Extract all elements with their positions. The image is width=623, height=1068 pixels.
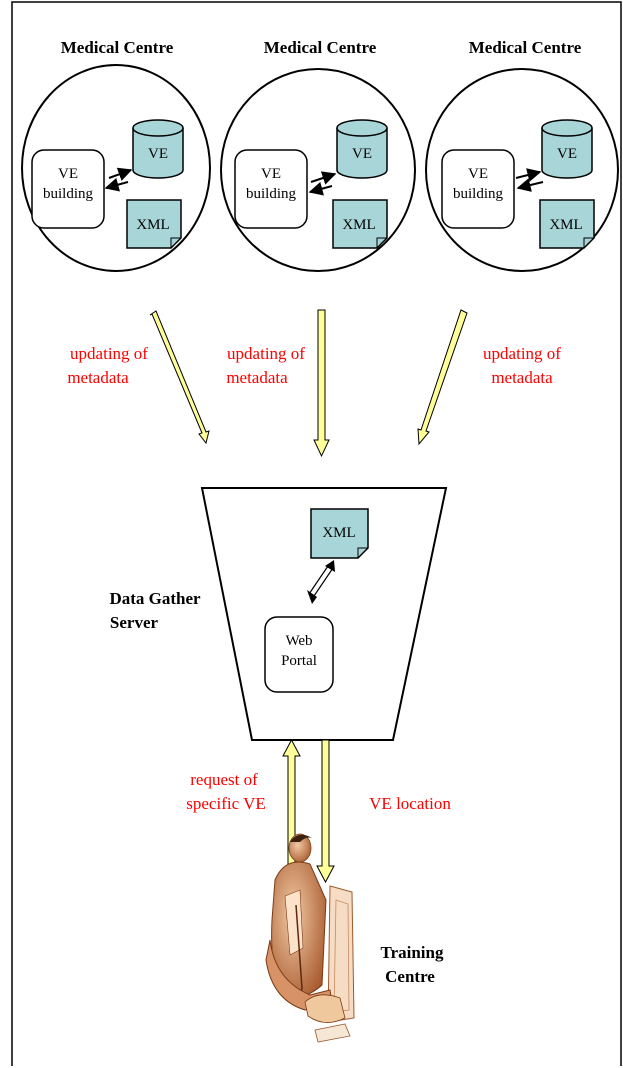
location-arrow xyxy=(316,739,335,884)
web-portal-label-line2: Portal xyxy=(281,653,317,669)
centre-title: Medical Centre xyxy=(469,38,582,57)
medical-centre-3: Medical Centre VE building VE XML xyxy=(425,38,619,272)
xml-portal-arrowhead-up xyxy=(325,560,335,572)
server-funnel xyxy=(200,487,448,741)
flow-label-line1: updating of xyxy=(483,344,561,363)
ve-building-label-line2: building xyxy=(453,186,504,202)
database-cylinder xyxy=(132,119,184,179)
ve-building-label-line1: VE xyxy=(261,166,281,182)
metadata-update-arrow-2 xyxy=(313,309,330,458)
xml-document-fold xyxy=(170,237,181,248)
flow-label-line2: metadata xyxy=(226,368,288,387)
medical-centre-1: Medical Centre VE building VE XML xyxy=(21,38,211,272)
medical-centre-2: Medical Centre VE building VE XML xyxy=(220,38,416,272)
training-title-line1: Training xyxy=(381,943,444,962)
arrow-to-builder xyxy=(308,181,333,196)
arrow-to-database xyxy=(310,171,337,185)
xml-label: XML xyxy=(136,217,169,233)
flow-label-line1: updating of xyxy=(70,344,148,363)
database-label: VE xyxy=(557,146,577,162)
database-label: VE xyxy=(352,146,372,162)
arrow-to-database xyxy=(515,168,542,182)
xml-document-fold xyxy=(376,237,387,248)
metadata-update-arrow-1 xyxy=(149,310,210,445)
metadata-update-arrow-3 xyxy=(417,309,468,446)
flow-label-line1: updating of xyxy=(227,344,305,363)
web-portal-label-line1: Web xyxy=(285,633,312,649)
database-cylinder xyxy=(541,119,593,179)
ve-building-box xyxy=(31,149,105,229)
xml-label: XML xyxy=(322,525,355,541)
ve-building-label-line2: building xyxy=(43,186,94,202)
xml-document xyxy=(332,199,388,249)
ve-building-box xyxy=(441,149,515,229)
xml-document xyxy=(310,508,369,559)
server-title-line2: Server xyxy=(110,613,159,632)
flow-label-line2: metadata xyxy=(491,368,553,387)
data-gather-server: XML Web Portal xyxy=(200,487,448,741)
training-title-line2: Centre xyxy=(385,967,435,986)
server-title-line1: Data Gather xyxy=(109,589,201,608)
database-label: VE xyxy=(148,146,168,162)
person-at-computer-icon xyxy=(265,833,355,1043)
web-portal-box xyxy=(264,616,334,693)
request-label-line2: specific VE xyxy=(186,794,265,813)
arrow-to-builder xyxy=(516,178,544,192)
xml-document-fold xyxy=(357,547,368,558)
flow-label-line2: metadata xyxy=(67,368,129,387)
outer-frame xyxy=(11,1,622,1066)
xml-portal-arrowhead-down xyxy=(307,590,317,604)
arrow-to-builder xyxy=(104,177,129,192)
centre-title: Medical Centre xyxy=(61,38,174,57)
xml-document xyxy=(539,199,595,249)
request-arrow xyxy=(282,738,301,883)
ve-building-box xyxy=(234,149,308,229)
request-label-line1: request of xyxy=(190,770,258,789)
database-cylinder xyxy=(336,119,388,179)
centre-title: Medical Centre xyxy=(264,38,377,57)
xml-label: XML xyxy=(549,217,582,233)
response-label: VE location xyxy=(369,794,451,813)
ve-building-label-line2: building xyxy=(246,186,297,202)
xml-document-fold xyxy=(583,237,594,248)
xml-label: XML xyxy=(342,217,375,233)
ve-building-label-line1: VE xyxy=(468,166,488,182)
arrow-to-database xyxy=(108,167,133,181)
xml-document xyxy=(126,199,182,249)
ve-building-label-line1: VE xyxy=(58,166,78,182)
